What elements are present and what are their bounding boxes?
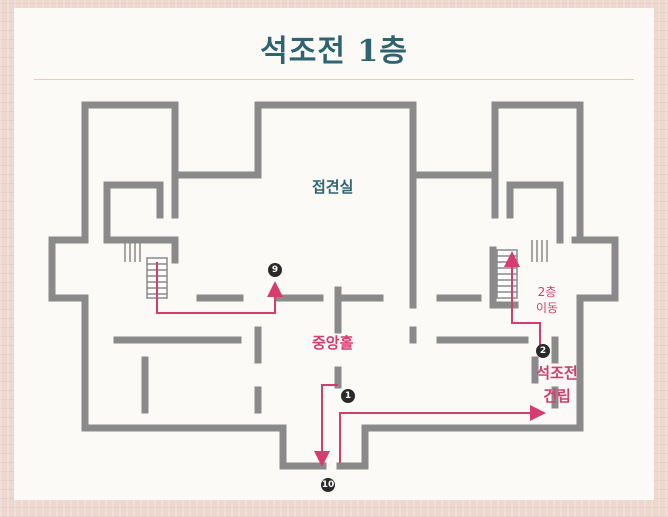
walls	[48, 101, 619, 470]
route-to-building	[339, 405, 546, 463]
building-label: 석조전 건립	[536, 364, 578, 405]
marker-10: 10	[321, 478, 335, 492]
room-reception-label: 접견실	[312, 178, 354, 196]
page-title: 석조전 1층	[260, 34, 408, 69]
title-divider	[34, 79, 634, 80]
route-9	[156, 262, 283, 314]
route-lines	[156, 251, 546, 467]
room-central-hall-label: 중앙홀	[312, 334, 354, 352]
marker-2: 2	[536, 344, 550, 358]
route-to-floor2	[504, 251, 541, 345]
marker-9: 9	[268, 263, 282, 277]
route-1-to-10	[314, 384, 338, 467]
marker-1: 1	[341, 389, 355, 403]
floor2-move-label: 2층 이동	[535, 285, 559, 315]
